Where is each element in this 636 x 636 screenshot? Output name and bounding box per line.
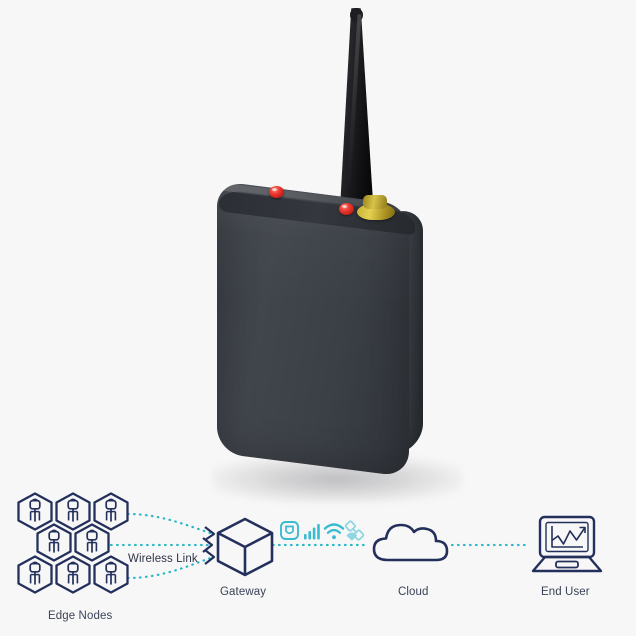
iot-architecture-diagram bbox=[0, 483, 636, 636]
gateway-label: Gateway bbox=[220, 586, 267, 598]
gateway-cube-icon bbox=[216, 517, 274, 577]
link-arrowheads bbox=[202, 526, 216, 565]
laptop-chart-icon bbox=[531, 515, 603, 573]
wireless-link-label: Wireless Link bbox=[128, 553, 198, 565]
end-user-label: End User bbox=[541, 586, 590, 598]
satellite-icon bbox=[344, 520, 365, 541]
edge-node bbox=[93, 492, 129, 531]
antenna-tip bbox=[350, 8, 363, 22]
edge-nodes-label: Edge Nodes bbox=[48, 610, 113, 622]
product-photo bbox=[0, 0, 636, 510]
edge-node bbox=[17, 492, 53, 531]
edge-node-cluster bbox=[17, 492, 129, 594]
status-led-1 bbox=[269, 186, 284, 198]
antenna-connector-collar bbox=[363, 195, 387, 209]
cloud-icon bbox=[372, 523, 449, 562]
ethernet-port-icon bbox=[280, 521, 299, 540]
edge-node bbox=[55, 492, 91, 531]
edge-node bbox=[74, 523, 110, 562]
cloud-label: Cloud bbox=[398, 586, 429, 598]
edge-node bbox=[55, 555, 91, 594]
edge-node bbox=[93, 555, 129, 594]
edge-node bbox=[17, 555, 53, 594]
edge-node bbox=[36, 523, 72, 562]
antenna bbox=[339, 8, 373, 208]
status-led-2 bbox=[339, 203, 354, 215]
uplink-icon-group bbox=[280, 520, 365, 541]
gateway-device-body bbox=[205, 180, 435, 478]
wireless-link-paths bbox=[109, 512, 215, 580]
signal-bars-icon bbox=[304, 524, 320, 540]
wifi-icon bbox=[323, 523, 345, 540]
